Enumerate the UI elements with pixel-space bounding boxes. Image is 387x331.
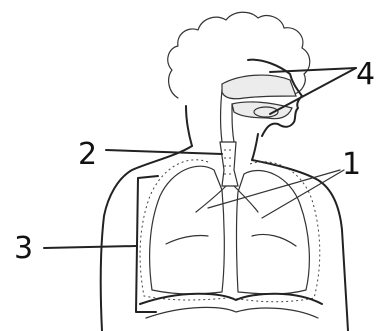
neck-front [252,134,258,160]
neck-back [186,106,192,146]
trachea-rings [224,150,234,174]
lung-right-fissure [252,234,296,246]
nasal-cavity [222,75,296,99]
lung-left-lobe [166,235,208,244]
torso-outline-right [252,160,348,331]
lung-left [150,166,225,294]
bracket-3 [136,176,158,312]
leader-3 [44,246,136,248]
label-1: 1 [342,147,361,182]
diaphragm-lower [146,307,318,318]
pleura-left [140,160,228,300]
leader-1a [208,170,340,208]
label-2: 2 [78,137,97,172]
bronchi [196,186,258,212]
label-3: 3 [14,231,33,266]
diaphragm [140,294,322,304]
trachea [220,142,238,186]
label-4: 4 [356,57,375,92]
leader-2 [106,150,222,154]
